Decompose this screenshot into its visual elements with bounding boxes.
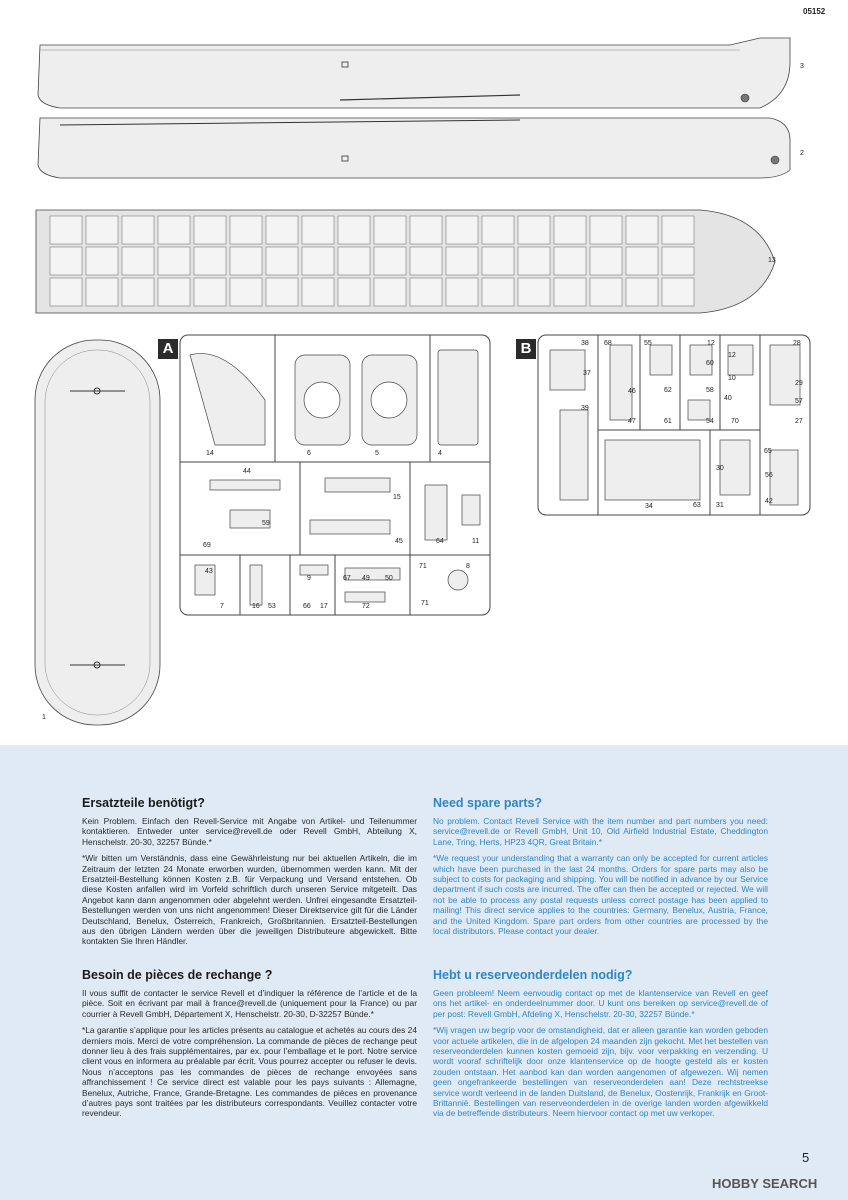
page-number: 5 (802, 1150, 810, 1165)
section-en: Need spare parts? No problem. Contact Re… (433, 796, 768, 942)
sprue-a-part-label: 72 (362, 603, 370, 610)
deck-label: 13 (768, 257, 776, 264)
base-plate (34, 339, 161, 726)
sprue-a-part-label: 71 (419, 563, 427, 570)
section-nl-title: Hebt u reserveonderdelen nodig? (433, 968, 633, 982)
sprue-a-part-label: 7 (220, 603, 224, 610)
sprue-b-tag: B (516, 339, 536, 359)
sprue-b-part-label: 56 (765, 472, 773, 479)
sprue-b-part-label: 70 (731, 418, 739, 425)
sprue-a-part-label: 71 (421, 600, 429, 607)
sprue-b-part-label: 28 (793, 340, 801, 347)
sprue-b-part-label: 40 (724, 395, 732, 402)
sprue-b-part-label: 39 (581, 405, 589, 412)
sprue-b-part-label: 55 (644, 340, 652, 347)
sprue-b-part-label: 46 (628, 388, 636, 395)
sprue-b-part-label: 34 (645, 503, 653, 510)
section-en-title: Need spare parts? (433, 796, 543, 810)
sprue-b-part-label: 63 (693, 502, 701, 509)
sprue-b-part-label: 29 (795, 380, 803, 387)
hull-label-lower: 2 (800, 150, 804, 157)
sprue-a-part-label: 14 (206, 450, 214, 457)
sprue-a-part-label: 16 (252, 603, 260, 610)
section-en-p2: *We request your understanding that a wa… (433, 853, 768, 937)
sprue-b-part-label: 68 (604, 340, 612, 347)
spare-parts-panel (0, 745, 848, 1200)
sprue-b-part-label: 10 (728, 375, 736, 382)
sprue-a-part-label: 64 (436, 538, 444, 545)
sprue-b-part-label: 57 (795, 398, 803, 405)
sprue-a-part-label: 11 (472, 538, 480, 545)
sprue-a-frame (179, 334, 491, 616)
sprue-a-part-label: 5 (375, 450, 379, 457)
sprue-a-part-label: 17 (320, 603, 328, 610)
sprue-b-part-label: 65 (764, 448, 772, 455)
sprue-b-part-label: 54 (706, 418, 714, 425)
sprue-b-part-label: 38 (581, 340, 589, 347)
sprue-a-part-label: 44 (243, 468, 251, 475)
sprue-b-part-label: 37 (583, 370, 591, 377)
section-fr-p2: *La garantie s’applique pour les article… (82, 1025, 417, 1119)
hull-drawings (35, 37, 791, 314)
sprue-a-part-label: 49 (362, 575, 370, 582)
sprue-a-part-label: 43 (205, 568, 213, 575)
watermark-text: HOBBY SEARCH (712, 1176, 818, 1191)
sprue-b-frame (537, 334, 811, 516)
sprue-a-part-label: 66 (303, 603, 311, 610)
section-de-title: Ersatzteile benötigt? (82, 796, 205, 810)
sprue-a-part-label: 15 (393, 494, 401, 501)
sprue-b-part-label: 62 (664, 387, 672, 394)
sprue-b-part-label: 31 (716, 502, 724, 509)
section-de-p1: Kein Problem. Einfach den Revell-Service… (82, 816, 417, 847)
sprue-b-part-label: 12 (728, 352, 736, 359)
sprue-a-part-label: 59 (262, 520, 270, 527)
sprue-b-part-label: 12 (707, 340, 715, 347)
section-fr-title: Besoin de pièces de rechange ? (82, 968, 273, 982)
hull-part-lower (37, 117, 791, 179)
sprue-b-part-label: 47 (628, 418, 636, 425)
base-label: 1 (42, 714, 46, 721)
section-nl-p1: Geen probleem! Neem eenvoudig contact op… (433, 988, 768, 1019)
sprue-b-part-label: 61 (664, 418, 672, 425)
sprue-b-part-label: 42 (765, 498, 773, 505)
sprue-a-part-label: 53 (268, 603, 276, 610)
section-fr-p1: Il vous suffit de contacter le service R… (82, 988, 417, 1019)
section-de-p2: *Wir bitten um Verständnis, dass eine Ge… (82, 853, 417, 947)
sprue-a-tag: A (158, 339, 178, 359)
deck-part (35, 209, 776, 314)
sprue-a-part-label: 50 (385, 575, 393, 582)
sprue-a-part-label: 9 (307, 575, 311, 582)
document-number: 05152 (803, 7, 826, 16)
section-nl: Hebt u reserveonderdelen nodig? Geen pro… (433, 968, 768, 1125)
sprue-a-part-label: 67 (343, 575, 351, 582)
hull-part-upper (37, 37, 791, 109)
sprue-a-part-label: 8 (466, 563, 470, 570)
hull-label-upper: 3 (800, 63, 804, 70)
sprue-b-part-label: 58 (706, 387, 714, 394)
sprue-a-part-label: 6 (307, 450, 311, 457)
sprue-b-part-label: 30 (716, 465, 724, 472)
sprue-b-part-label: 60 (706, 360, 714, 367)
section-nl-p2: *Wij vragen uw begrip voor de omstandigh… (433, 1025, 768, 1119)
sprue-a-part-label: 45 (395, 538, 403, 545)
sprue-b-part-label: 27 (795, 418, 803, 425)
sprue-a-part-label: 69 (203, 542, 211, 549)
section-de: Ersatzteile benötigt? Kein Problem. Einf… (82, 796, 417, 953)
section-fr: Besoin de pièces de rechange ? Il vous s… (82, 968, 417, 1125)
section-en-p1: No problem. Contact Revell Service with … (433, 816, 768, 847)
sprue-a-part-label: 4 (438, 450, 442, 457)
